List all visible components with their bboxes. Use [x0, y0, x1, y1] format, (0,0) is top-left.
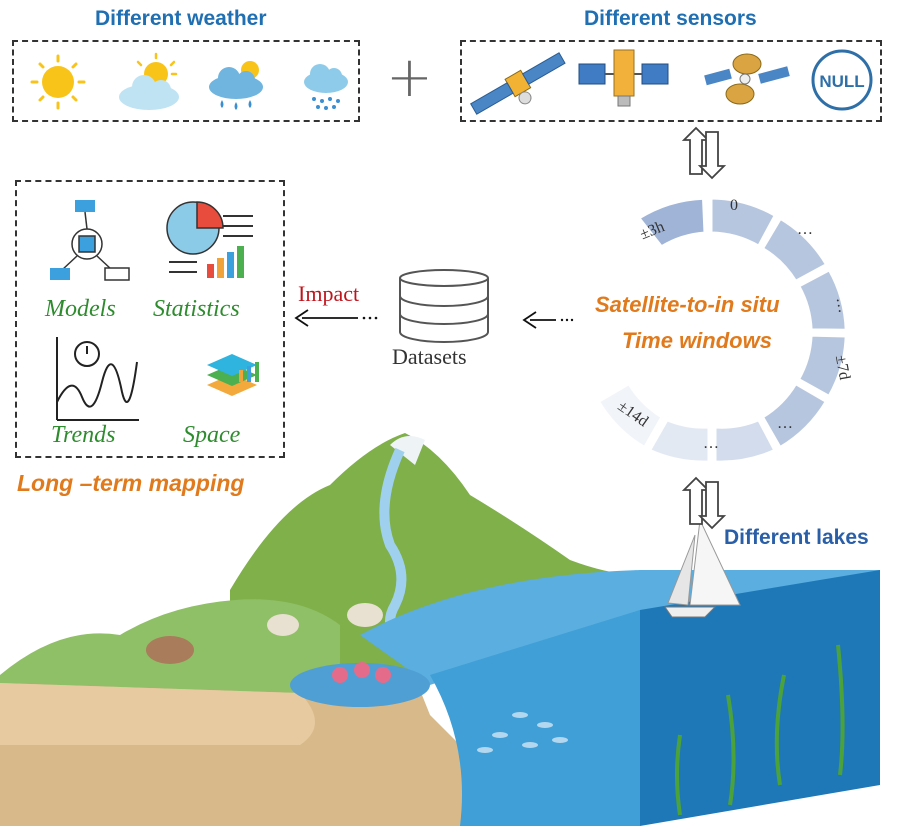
ring-label-3: ±7d	[832, 354, 853, 381]
satellite-dish-icon	[704, 53, 790, 105]
outputs-box: Models Statistics Trends Space	[15, 180, 285, 458]
drizzle-icon	[304, 64, 348, 110]
space-label: Space	[183, 422, 241, 448]
ring-label-0: 0	[730, 197, 738, 214]
partly-cloudy-icon	[119, 52, 179, 110]
rain-cloud-icon	[209, 61, 263, 110]
ring-label-5: …	[703, 435, 719, 452]
ring-label-4: …	[777, 415, 793, 432]
plus-sign: +	[386, 45, 433, 110]
ring-label-2: …	[833, 296, 853, 315]
null-label: NULL	[819, 72, 864, 91]
weather-title: Different weather	[95, 7, 267, 30]
lakes-label: Different lakes	[724, 526, 869, 549]
trends-label: Trends	[51, 422, 116, 448]
models-icon	[50, 200, 130, 281]
sensors-box: NULL	[460, 40, 882, 122]
ring-label-1: …	[797, 221, 813, 238]
satellite-panels-icon	[578, 49, 669, 107]
models-label: Models	[45, 296, 116, 322]
time-window-title-line1: Satellite-to-in situ	[595, 292, 780, 317]
statistics-icon	[166, 201, 253, 278]
datasets-label: Datasets	[392, 344, 467, 369]
weather-box	[12, 40, 360, 122]
lake-landscape	[0, 433, 880, 826]
sailboat	[664, 518, 741, 618]
time-window-ring: 0 … … ±7d … … ±14d ±3h	[596, 196, 853, 464]
impact-label: Impact	[298, 281, 360, 306]
statistics-label: Statistics	[153, 296, 240, 322]
sun-icon	[30, 54, 86, 110]
impact-arrow	[294, 309, 378, 327]
null-badge-icon: NULL	[811, 49, 873, 111]
space-icon	[207, 354, 259, 396]
database-icon	[399, 269, 489, 343]
sensors-ring-arrows	[681, 126, 727, 180]
satellite-icon	[470, 52, 566, 115]
time-window-title-line2: Time windows	[622, 328, 772, 353]
trends-icon	[56, 337, 139, 421]
sensors-title: Different sensors	[584, 7, 757, 30]
datasets-arrow	[522, 311, 574, 329]
long-term-mapping-caption: Long –term mapping	[17, 470, 245, 496]
ring-lakes-arrows	[681, 476, 727, 530]
